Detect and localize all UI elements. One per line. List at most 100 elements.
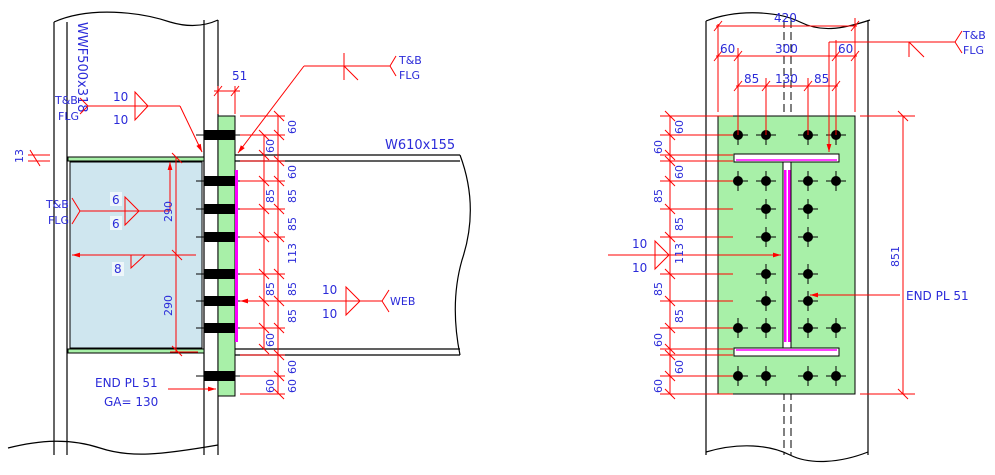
- end-plate-label: END PL 51: [95, 376, 158, 390]
- stiffener-web-weld-callout: 8: [72, 252, 196, 276]
- end-vertical-dim: 60: [652, 379, 665, 393]
- end-plate: [217, 115, 236, 397]
- plate-thickness-dim: 51: [213, 69, 247, 114]
- weld-size-bottom: 10: [113, 113, 128, 127]
- bolt-hole: [756, 291, 776, 311]
- bolt: [204, 296, 235, 306]
- bolt-dim-right: 85: [286, 282, 299, 296]
- bolt-hole: [798, 264, 818, 284]
- beam-flange-note2: FLG: [399, 69, 420, 82]
- bolt: [204, 371, 235, 381]
- web-weld-top: 10: [322, 283, 337, 297]
- stiffener-offset-text: 13: [13, 149, 26, 163]
- bolt-dim-right: 60: [286, 379, 299, 393]
- bolt-hole: [826, 318, 846, 338]
- beam: [235, 154, 471, 356]
- bolt-hole: [756, 171, 776, 191]
- stiffener-flange-weld-callout: 6 6 T&B FLG: [45, 162, 173, 231]
- bolt-hole: [798, 227, 818, 247]
- bolt-dim-left: 60: [264, 379, 277, 393]
- bolt-hole: [798, 291, 818, 311]
- stiffener-height-dims: 290 290: [162, 152, 198, 357]
- bolts-end-view: [728, 125, 846, 386]
- bolt-hole: [826, 366, 846, 386]
- web-weld-bottom: 10: [322, 307, 337, 321]
- width-dims: 420 60 300 60 85 130 85: [713, 11, 860, 135]
- flange-weld-bottom: 6: [112, 217, 120, 231]
- bolt-hole: [826, 171, 846, 191]
- beam-label: W610x155: [385, 138, 455, 153]
- bolt: [204, 269, 235, 279]
- end-vertical-dim: 60: [652, 333, 665, 347]
- plate-width-text: 420: [774, 11, 797, 25]
- flange-weld-top: 6: [112, 193, 120, 207]
- bolt: [204, 204, 235, 214]
- gage-dim-left: 85: [744, 72, 759, 86]
- bolt: [204, 323, 235, 333]
- bolt-hole: [756, 199, 776, 219]
- bolt-hole: [798, 318, 818, 338]
- stiffener-weld-callout: 10 10 T&B FLG: [54, 90, 203, 153]
- bolt-hole: [798, 366, 818, 386]
- column-label: WWF500x318: [74, 22, 89, 113]
- flange-weld-note2: FLG: [48, 214, 69, 227]
- bolt-hole: [798, 171, 818, 191]
- beam-flange-weld-callout: T&B FLG: [237, 53, 422, 154]
- end-flange-weld-callout: T&B FLG: [826, 29, 986, 152]
- end-vertical-dim: 85: [652, 189, 665, 203]
- stiffener-dim-upper: 290: [162, 201, 175, 222]
- end-vertical-dim: 85: [673, 217, 686, 231]
- bolt-hole: [728, 318, 748, 338]
- end-vertical-dim: 60: [652, 140, 665, 154]
- bolt-dim-right: 85: [286, 309, 299, 323]
- flange-dim: 300: [775, 42, 798, 56]
- end-vertical-dim: 85: [652, 282, 665, 296]
- stiffener-dim-lower: 290: [162, 295, 175, 316]
- plate-thickness-text: 51: [232, 69, 247, 83]
- end-vertical-dim: 60: [673, 120, 686, 134]
- weld-note-line1: T&B: [54, 94, 78, 107]
- weld-size-top: 10: [113, 90, 128, 104]
- bolt-dim-left: 60: [264, 139, 277, 153]
- end-vertical-dim: 113: [673, 243, 686, 264]
- weld-note-line2: FLG: [58, 110, 79, 123]
- end-web-weld-bottom: 10: [632, 261, 647, 275]
- gage-dim-right: 85: [814, 72, 829, 86]
- bolt-dim-right: 60: [286, 165, 299, 179]
- bolt: [204, 176, 235, 186]
- bolt-dim-right: 60: [286, 360, 299, 374]
- end-plate-label-end-view: END PL 51: [906, 289, 969, 303]
- end-flange-note1: T&B: [962, 29, 986, 42]
- bolt-hole: [756, 318, 776, 338]
- bolt-dim-right: 60: [286, 120, 299, 134]
- end-vertical-dim: 60: [673, 165, 686, 179]
- end-plate-callout-end-view: END PL 51: [810, 289, 969, 303]
- end-vertical-dim: 60: [673, 360, 686, 374]
- bolt-hole: [798, 199, 818, 219]
- bolt-dim-right: 113: [286, 243, 299, 264]
- beam-flange-note1: T&B: [398, 54, 422, 67]
- stiffener-offset-dim: 13: [13, 149, 50, 167]
- end-web-weld-top: 10: [632, 237, 647, 251]
- bolt-dim-left: 85: [264, 282, 277, 296]
- gage-label: GA= 130: [104, 395, 158, 409]
- plate-height-text: 851: [889, 246, 902, 267]
- end-flange-note2: FLG: [963, 44, 984, 57]
- web-weld-line: [235, 170, 238, 342]
- flange-weld-note1: T&B: [45, 198, 69, 211]
- side-view: WWF500x318 51 13 10 10 T&B FLG: [7, 11, 471, 455]
- end-vertical-dim: 85: [673, 309, 686, 323]
- bolt-hole: [756, 366, 776, 386]
- beam-section: [733, 153, 840, 357]
- gage-dim-center: 130: [775, 72, 798, 86]
- bolt-dim-left: 85: [264, 189, 277, 203]
- bolt: [204, 130, 235, 140]
- plate-height-dim: 851: [860, 110, 915, 400]
- bolt-dim-right: 85: [286, 217, 299, 231]
- end-plate-callout: END PL 51 GA= 130: [95, 376, 216, 409]
- bolt-hole: [756, 264, 776, 284]
- bolt-dim-right: 85: [286, 189, 299, 203]
- edge-dim-right: 60: [838, 42, 853, 56]
